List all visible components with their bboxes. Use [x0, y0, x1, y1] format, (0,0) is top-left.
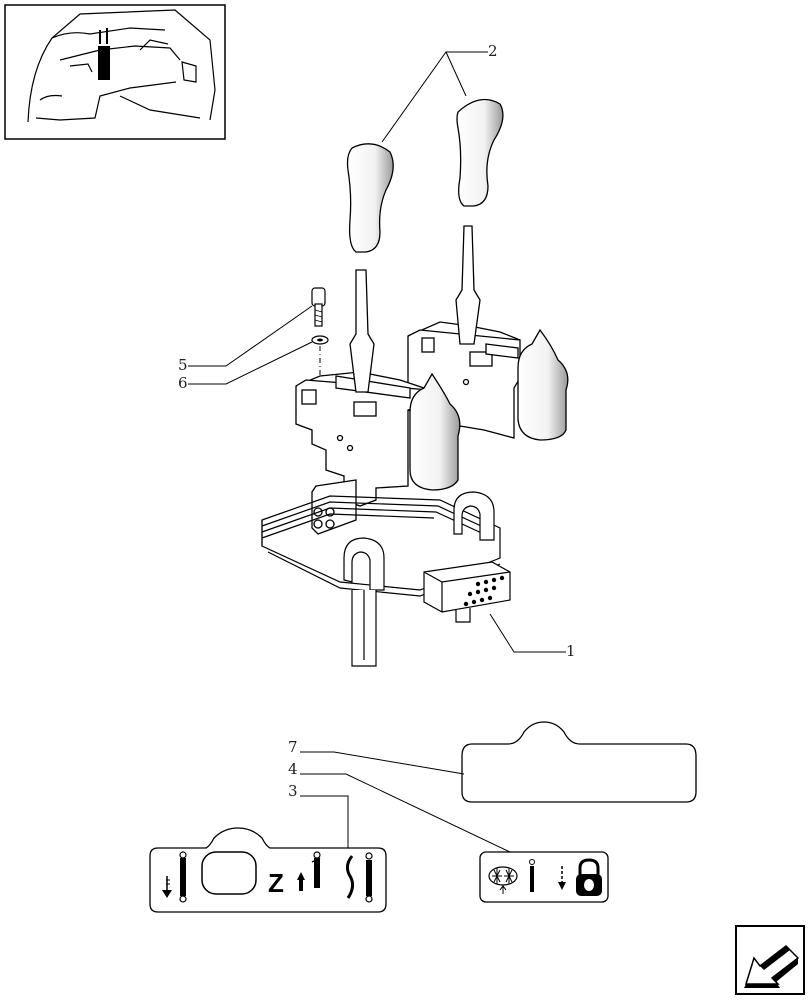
washer-icon [311, 335, 329, 345]
callout-6: 6 [178, 374, 188, 392]
callout-4: 4 [288, 760, 298, 778]
callout-7: 7 [288, 738, 298, 756]
callout-1: 1 [566, 642, 576, 660]
lever-knob-icon [346, 98, 504, 253]
callout-2: 2 [488, 42, 498, 60]
callout-3: 3 [288, 782, 298, 800]
connector-icon [423, 561, 511, 623]
lock-symbols-decal [479, 851, 609, 903]
control-symbols-decal: Z [149, 827, 387, 913]
lever-bracket-assembly [295, 225, 569, 535]
next-page-arrow-icon[interactable] [735, 925, 805, 995]
cab-location-thumbnail [4, 4, 226, 140]
callout-5: 5 [178, 356, 188, 374]
blank-decal-icon [461, 721, 697, 803]
leader-lines [188, 51, 566, 653]
decal-letter: Z [268, 868, 284, 898]
bolt-icon [311, 287, 326, 327]
